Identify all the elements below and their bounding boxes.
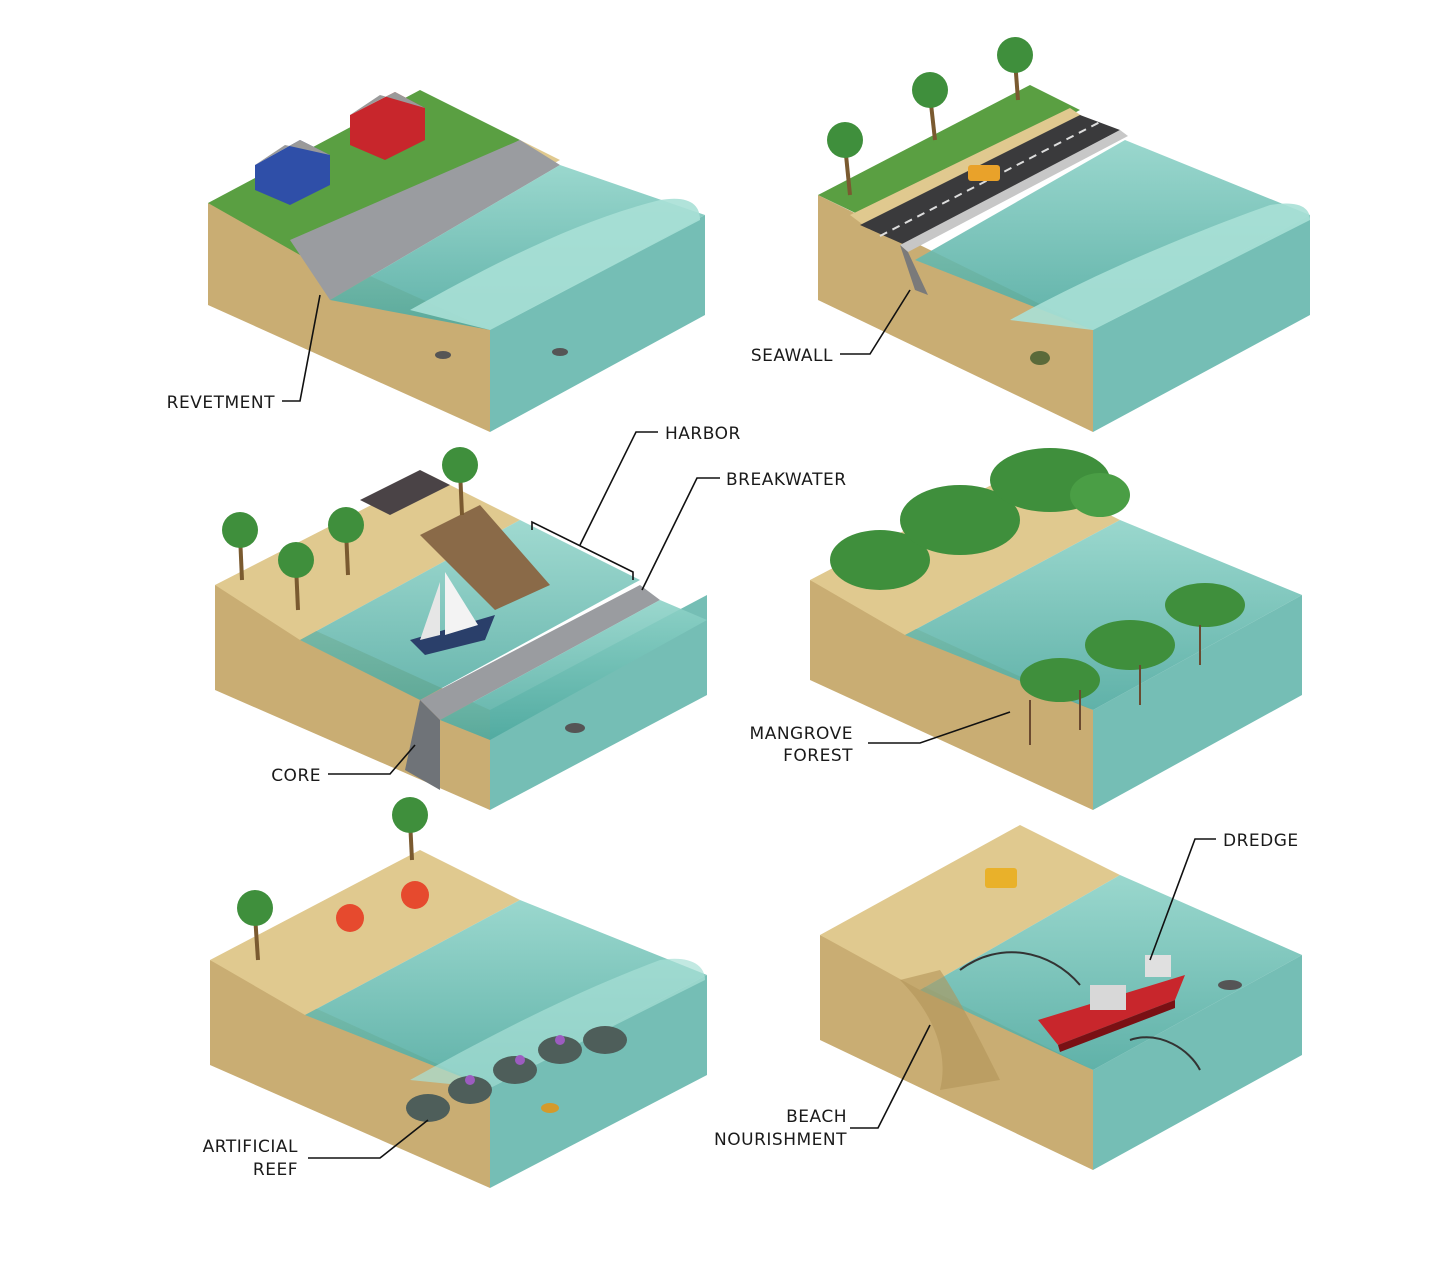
core-label: CORE (271, 766, 321, 786)
palm-tree-icon (392, 797, 428, 861)
mangrove-label-line2: FOREST (783, 746, 853, 766)
house-icon (350, 92, 425, 160)
car-icon (968, 165, 1000, 181)
revetment-rocks (290, 140, 560, 300)
nourishment-label-line2: NOURISHMENT (714, 1130, 847, 1150)
house-icon (255, 140, 330, 205)
harbor-label: HARBOR (665, 424, 741, 444)
seawall-panel: SEAWALL (751, 37, 1310, 432)
umbrella-icon (336, 904, 364, 932)
palm-tree-icon (278, 542, 314, 611)
reef-label-line2: REEF (253, 1160, 298, 1180)
turtle-icon (1030, 351, 1050, 365)
nourishment-label-line1: BEACH (786, 1107, 847, 1127)
palm-tree-icon (442, 447, 478, 516)
boat-icon (410, 572, 495, 655)
core-rocks (405, 700, 440, 790)
fish-icon (435, 351, 451, 359)
palm-tree-icon (222, 512, 258, 581)
palm-tree-icon (237, 890, 273, 961)
palm-tree-icon (827, 122, 863, 196)
mangrove-forest-shore (830, 448, 1130, 590)
mangrove-panel: MANGROVE FOREST (750, 448, 1302, 810)
palm-tree-icon (997, 37, 1033, 101)
seawall-label: SEAWALL (751, 346, 833, 366)
revetment-label: REVETMENT (167, 393, 275, 413)
pier (420, 505, 550, 610)
ship-icon (1038, 955, 1185, 1052)
reef-label-line1: ARTIFICIAL (203, 1137, 298, 1157)
palm-tree-icon (912, 72, 948, 141)
bulldozer-icon (985, 868, 1017, 888)
reef-panel: ARTIFICIAL REEF (203, 797, 707, 1188)
revetment-panel: REVETMENT (167, 90, 705, 432)
fish-icon (541, 1103, 559, 1113)
nourishment-panel: DREDGE BEACH NOURISHMENT (714, 825, 1302, 1170)
palm-tree-icon (328, 507, 364, 576)
fish-icon (552, 348, 568, 356)
artificial-reef-modules (406, 1026, 627, 1122)
umbrella-icon (401, 881, 429, 909)
breakwater-label: BREAKWATER (726, 470, 847, 490)
dredge-label: DREDGE (1223, 831, 1299, 851)
mangrove-forest-offshore (1020, 583, 1245, 745)
fish-icon (1218, 980, 1242, 990)
harbor-panel: HARBOR BREAKWATER CORE (215, 424, 847, 810)
fish-icon (565, 723, 585, 733)
breakwater-rocks (420, 585, 660, 720)
mangrove-label-line1: MANGROVE (750, 724, 853, 744)
